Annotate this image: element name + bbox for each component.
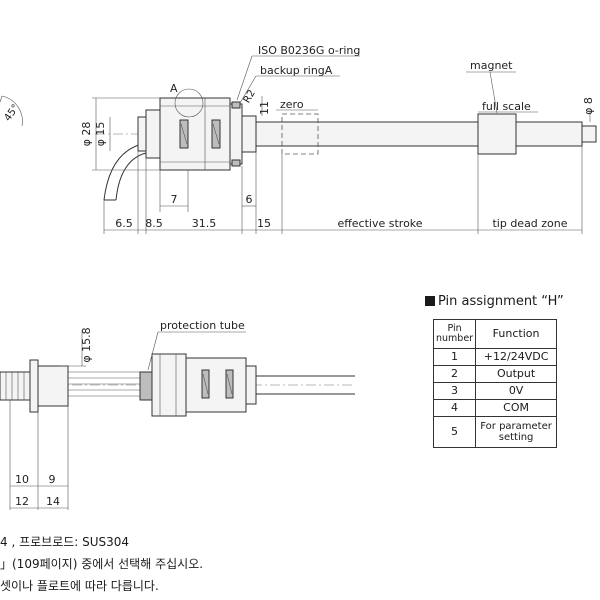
note-line-1: 4 , 프로브로드: SUS304 — [0, 535, 130, 549]
dim-15-label: 15 — [257, 217, 271, 230]
angle-label: 45° — [2, 103, 21, 124]
phi15-8-label: φ 15.8 — [80, 327, 93, 362]
backup-ring-label: backup ringA — [260, 64, 333, 77]
table-row: 4 COM — [432, 399, 558, 417]
dim-11-label: 11 — [258, 101, 271, 115]
dim-7-label: 7 — [171, 193, 178, 206]
pin-number: 3 — [432, 382, 477, 400]
dim-9-label: 9 — [49, 473, 56, 486]
table-row: 1 +12/24VDC — [432, 348, 558, 366]
iso-oring-label: ISO B0236G o-ring — [258, 44, 360, 57]
probe-rod — [255, 121, 583, 147]
dim-12-label: 12 — [15, 495, 29, 508]
dim-31-5-label: 31.5 — [192, 217, 217, 230]
phi28-label: φ 28 — [80, 122, 93, 147]
protection-tube-label: protection tube — [160, 319, 245, 332]
connector-housing — [151, 353, 187, 417]
note-line-3: 셋이나 플로트에 따라 다릅니다. — [0, 579, 159, 593]
full-scale-label: full scale — [482, 100, 531, 113]
note-line-2: 」(109페이지) 중에서 선택해 주십시오. — [0, 557, 204, 571]
magnet-label: magnet — [470, 59, 513, 72]
dim-10-label: 10 — [15, 473, 29, 486]
tip-dead-zone-label: tip dead zone — [492, 217, 567, 230]
function-header: Function — [475, 319, 558, 349]
zero-label: zero — [280, 98, 304, 111]
pin-function: COM — [475, 399, 558, 417]
pin-function: Output — [475, 365, 558, 383]
radius-label: R2 — [242, 88, 258, 105]
black-square-icon — [425, 296, 435, 306]
pin-number: 5 — [432, 416, 477, 448]
pin-assignment-title: Pin assignment “H” — [425, 294, 564, 309]
pin-number: 2 — [432, 365, 477, 383]
protection-tube — [139, 371, 153, 401]
dim-14-label: 14 — [46, 495, 60, 508]
pin-number: 1 — [432, 348, 477, 366]
dim-8-5-label: 8.5 — [145, 217, 163, 230]
phi15-label: φ 15 — [94, 122, 107, 147]
pin-function: 0V — [475, 382, 558, 400]
table-row: 3 0V — [432, 382, 558, 400]
effective-stroke-label: effective stroke — [337, 217, 422, 230]
dim-6-5-label: 6.5 — [115, 217, 133, 230]
dim-6-label: 6 — [246, 193, 253, 206]
pin-function: +12/24VDC — [475, 348, 558, 366]
magnet — [477, 113, 517, 155]
table-row: 2 Output — [432, 365, 558, 383]
detail-a-label: A — [170, 82, 178, 95]
bottom-connector-view: protection tube φ 15.8 10 9 12 14 — [0, 319, 355, 510]
pin-number: 4 — [432, 399, 477, 417]
phi8-label: φ 8 — [582, 97, 595, 115]
top-sensor-view: 45° A ISO — [0, 44, 598, 234]
